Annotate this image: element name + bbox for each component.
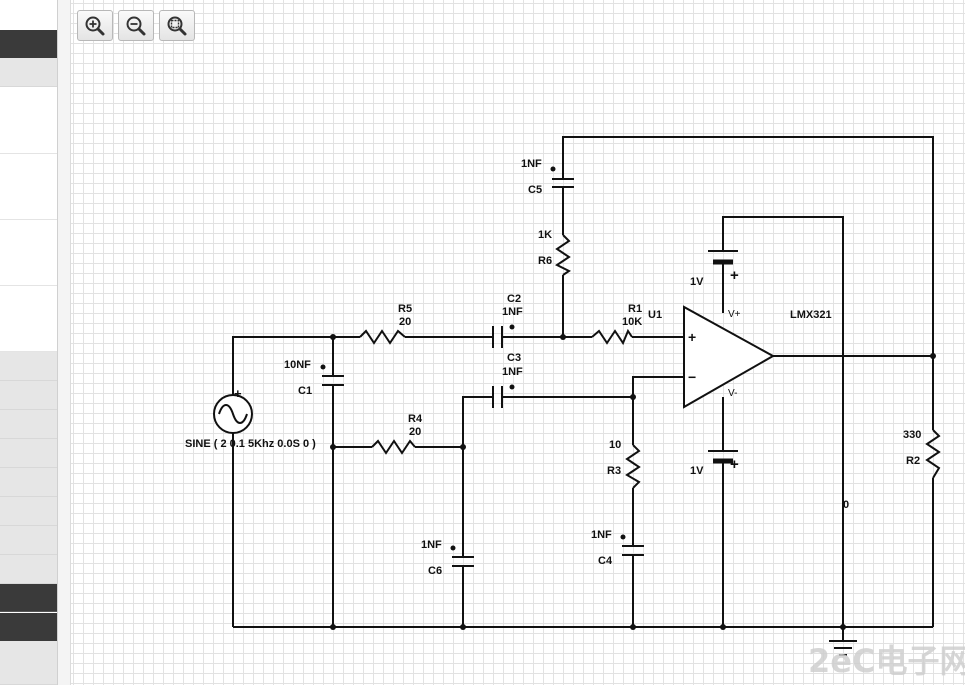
r2-value: 330 [903,429,921,441]
source-label: SINE ( 2 0.1 5Khz 0.0S 0 ) [185,438,316,450]
capacitor-c2 [492,326,503,348]
wires [232,136,934,640]
r4-name: R4 [408,413,423,425]
c4-value: 1NF [591,529,612,541]
c5-value: 1NF [521,158,542,170]
left-sidebar [0,0,58,685]
c3-name: C3 [507,352,521,364]
zoom-out-button[interactable] [118,10,154,41]
opamp-vminus: V- [728,388,737,399]
resistor-r3 [625,444,641,489]
resistor-r1 [591,328,633,346]
capacitors [322,178,644,567]
c6-value: 1NF [421,539,442,551]
c3-value: 1NF [502,366,523,378]
c2-name: C2 [507,293,521,305]
capacitor-c3 [492,386,503,408]
capacitor-c4 [622,545,644,556]
c4-name: C4 [598,555,613,567]
c2-value: 1NF [502,306,523,318]
battery-top-sign: + [730,267,739,284]
opamp-u1[interactable] [683,305,776,409]
r5-value: 20 [399,316,411,328]
r6-name: R6 [538,255,552,267]
capacitor-c6 [452,556,474,567]
opamp-ref: U1 [648,309,662,321]
r6-value: 1K [538,229,552,241]
zoom-out-icon [126,16,146,35]
battery-bottom-sign: + [730,456,739,473]
battery-bottom-value: 1V [690,465,704,477]
resistor-r5 [359,329,406,345]
schematic-canvas[interactable] [71,0,965,685]
resistor-r2 [925,429,941,479]
sine-source[interactable] [213,394,253,434]
sidebar-item[interactable] [0,526,57,555]
opamp-plus: + [688,329,696,345]
r2-name: R2 [906,455,920,467]
junction-dots [330,334,936,630]
zoom-in-icon [85,16,105,35]
c6-name: C6 [428,565,442,577]
capacitor-c5 [552,178,574,188]
sidebar-item-selected[interactable] [0,58,57,87]
sidebar-item[interactable] [0,381,57,410]
battery-bottom [708,450,738,464]
sidebar-item[interactable] [0,286,57,352]
sidebar-item[interactable] [0,641,57,685]
c5-name: C5 [528,184,542,196]
ground-icon [829,640,857,656]
r4-value: 20 [409,426,421,438]
opamp-vplus: V+ [728,309,741,320]
resistor-r6 [555,234,571,276]
r3-name: R3 [607,465,621,477]
c1-value: 10NF [284,359,311,371]
sidebar-section-header[interactable] [0,584,57,612]
sidebar-header[interactable] [0,30,57,58]
zoom-fit-icon [167,16,187,35]
sidebar-item[interactable] [0,87,57,154]
ground-node-label: 0 [843,499,849,511]
source-plus: + [234,386,242,401]
sidebar-item[interactable] [0,220,57,286]
sidebar-item[interactable] [0,410,57,439]
watermark: 2eC电子网 [808,642,965,680]
opamp-minus: − [688,369,696,385]
sidebar-item[interactable] [0,352,57,381]
sidebar-item[interactable] [0,468,57,497]
r5-name: R5 [398,303,412,315]
resistor-r4 [371,439,416,455]
resistors [359,234,941,489]
sidebar-item[interactable] [0,439,57,468]
component-labels: R5 20 R4 20 R1 10K 1K R6 10 R3 330 R2 C2… [185,158,921,577]
sidebar-section-header[interactable] [0,613,57,641]
capacitor-c1 [322,375,344,386]
sidebar-splitter[interactable] [58,0,71,685]
sidebar-item[interactable] [0,555,57,584]
c1-name: C1 [298,385,312,397]
zoom-in-button[interactable] [77,10,113,41]
opamp-model: LMX321 [790,309,832,321]
polarity-dots [320,166,626,551]
r1-value: 10K [622,316,642,328]
r1-name: R1 [628,303,642,315]
zoom-fit-button[interactable] [159,10,195,41]
r3-value: 10 [609,439,621,451]
battery-top [708,250,738,265]
sidebar-item[interactable] [0,154,57,220]
sidebar-item[interactable] [0,497,57,526]
battery-top-value: 1V [690,276,704,288]
